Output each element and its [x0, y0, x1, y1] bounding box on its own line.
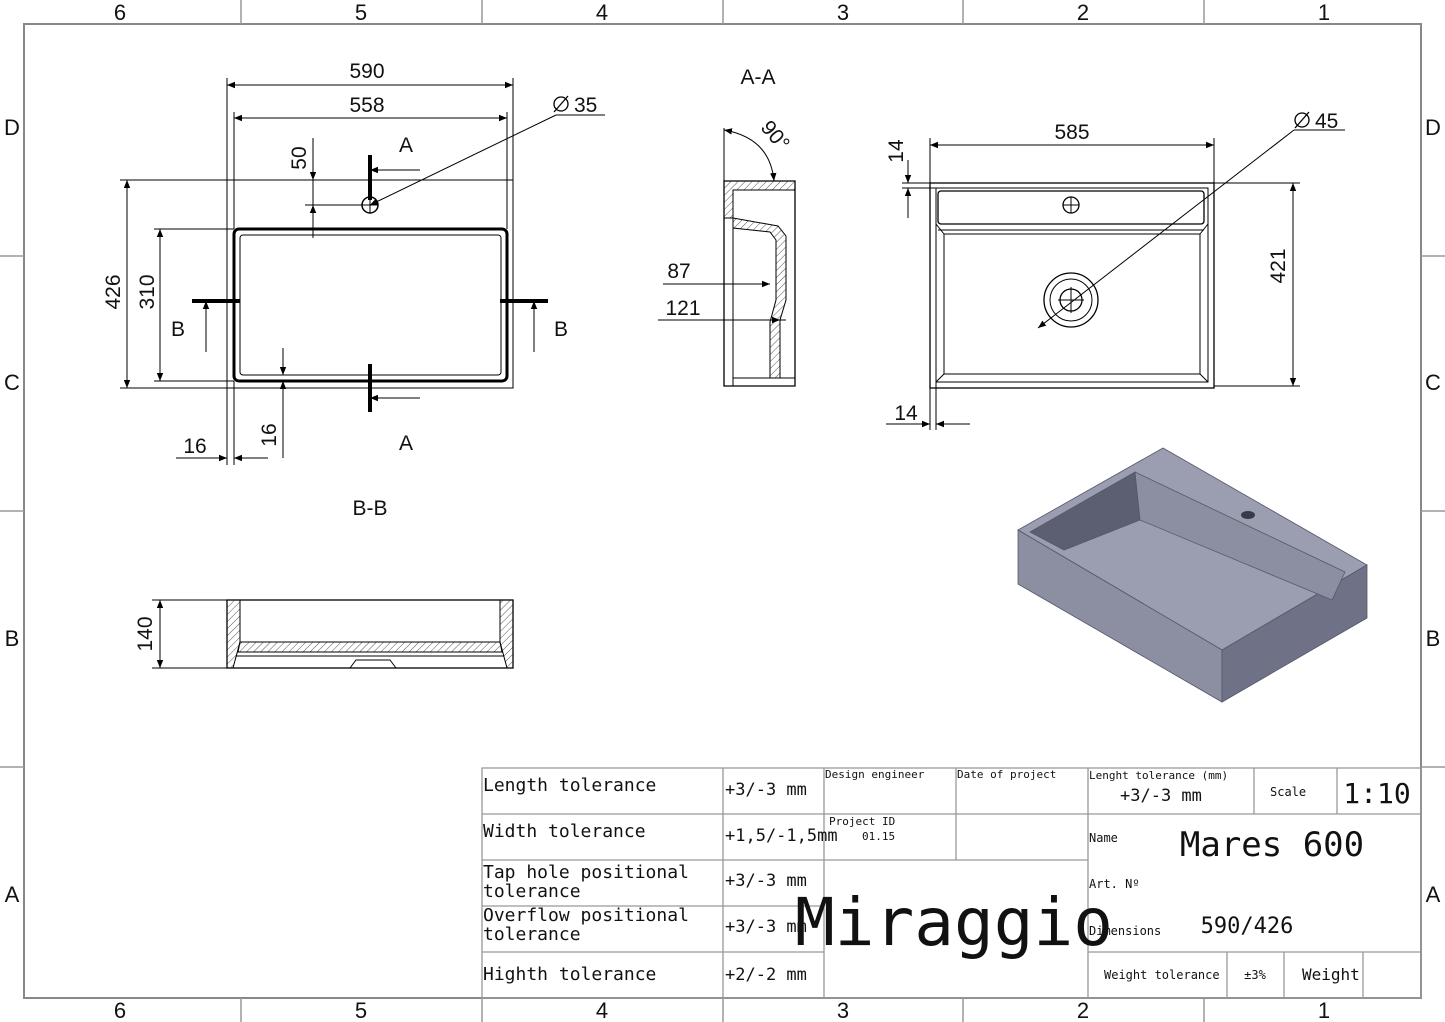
- dim-558: 558: [349, 94, 384, 117]
- row-label-a-right: A: [1426, 882, 1441, 907]
- section-aa-view: A-A 90° 87 121: [658, 66, 796, 387]
- length-tolerance-label: Lenght tolerance (mm): [1089, 769, 1228, 782]
- col-label-5: 5: [355, 0, 367, 25]
- top-view: 590 558 35 50 426 310 16: [102, 60, 605, 465]
- tol-label-overflow: Overflow positional: [483, 905, 689, 926]
- dim-310: 310: [136, 274, 159, 309]
- tol-label-height: Highth tolerance: [483, 964, 656, 985]
- col-label-2: 2: [1077, 0, 1089, 25]
- render-tap-hole: [1241, 511, 1255, 519]
- section-mark-a-bottom: A: [399, 432, 413, 455]
- col-label-3: 3: [837, 0, 849, 25]
- dim-16-bottom: 16: [258, 423, 281, 446]
- col-label-6-bottom: 6: [114, 998, 126, 1022]
- weight-label: Weight: [1302, 965, 1360, 984]
- col-label-3-bottom: 3: [837, 998, 849, 1022]
- dim-140: 140: [134, 616, 157, 651]
- top-view-basin: [232, 227, 509, 383]
- render-basin-floor: [1134, 471, 1346, 601]
- section-aa-title: A-A: [740, 66, 775, 89]
- tol-label-length: Length tolerance: [483, 775, 656, 796]
- tol-value-width: +1,5/-1,5mm: [725, 826, 838, 846]
- tol-value-length: +3/-3 mm: [725, 780, 807, 800]
- drain-outer: [1043, 272, 1099, 328]
- plan-view: 45 585 14 421 14: [885, 110, 1345, 430]
- col-label-1: 1: [1318, 0, 1330, 25]
- dim-426: 426: [102, 274, 125, 309]
- dim-421: 421: [1267, 248, 1290, 283]
- tol-value-tap: +3/-3 mm: [725, 871, 807, 891]
- section-mark-b-left: B: [171, 318, 185, 341]
- scale-label: Scale: [1270, 785, 1306, 799]
- art-no-label: Art. Nº: [1089, 877, 1140, 891]
- row-label-d: D: [4, 115, 20, 140]
- dim-87: 87: [667, 260, 690, 283]
- dim-585: 585: [1054, 121, 1089, 144]
- section-bb-view: B-B 140: [134, 497, 514, 669]
- dim-14-bottom: 14: [894, 402, 918, 425]
- tol-label-tap-2: tolerance: [483, 881, 581, 902]
- col-label-2-bottom: 2: [1077, 998, 1089, 1022]
- row-label-d-right: D: [1425, 115, 1441, 140]
- tol-value-overflow: +3/-3 mm: [725, 917, 807, 937]
- dim-drain-diameter: 45: [1315, 110, 1338, 133]
- col-label-1-bottom: 1: [1318, 998, 1330, 1022]
- name-label: Name: [1089, 831, 1118, 845]
- dimensions-value: 590/426: [1201, 914, 1294, 939]
- length-tolerance-value: +3/-3 mm: [1120, 786, 1202, 806]
- dim-50: 50: [288, 146, 311, 169]
- col-label-5-bottom: 5: [355, 998, 367, 1022]
- col-label-4: 4: [596, 0, 608, 25]
- scale-value: 1:10: [1343, 777, 1410, 810]
- row-label-b: B: [5, 626, 20, 651]
- dim-121: 121: [665, 297, 700, 320]
- weight-tolerance-label: Weight tolerance: [1104, 968, 1220, 982]
- tol-label-overflow-2: tolerance: [483, 924, 581, 945]
- weight-tolerance-value: ±3%: [1244, 968, 1266, 982]
- design-engineer-label: Design engineer: [825, 768, 925, 781]
- dim-590: 590: [349, 60, 384, 83]
- project-id-label: Project ID: [829, 815, 895, 828]
- tol-value-height: +2/-2 mm: [725, 965, 807, 985]
- dim-tap-diameter: 35: [574, 94, 597, 117]
- tol-label-tap: Tap hole positional: [483, 862, 689, 883]
- dim-14-top: 14: [885, 139, 908, 163]
- section-mark-b-right: B: [554, 318, 568, 341]
- row-label-c: C: [4, 370, 20, 395]
- dimensions-label: Dimensions: [1089, 924, 1161, 938]
- col-label-6: 6: [114, 0, 126, 25]
- row-label-b-right: B: [1426, 626, 1441, 651]
- tol-label-width: Width tolerance: [483, 821, 646, 842]
- title-block: Length tolerance +3/-3 mm Width toleranc…: [481, 767, 1422, 999]
- product-name: Mares 600: [1180, 825, 1364, 865]
- render-3d: [1017, 447, 1368, 703]
- col-label-4-bottom: 4: [596, 998, 608, 1022]
- section-bb-title: B-B: [352, 497, 387, 520]
- dim-16-left: 16: [183, 435, 206, 458]
- brand-logo: Miraggio: [795, 884, 1113, 961]
- section-mark-a-top: A: [399, 134, 413, 157]
- row-label-a: A: [5, 882, 20, 907]
- row-label-c-right: C: [1425, 370, 1441, 395]
- project-id-value: 01.15: [862, 830, 895, 843]
- date-of-project-label: Date of project: [957, 768, 1056, 781]
